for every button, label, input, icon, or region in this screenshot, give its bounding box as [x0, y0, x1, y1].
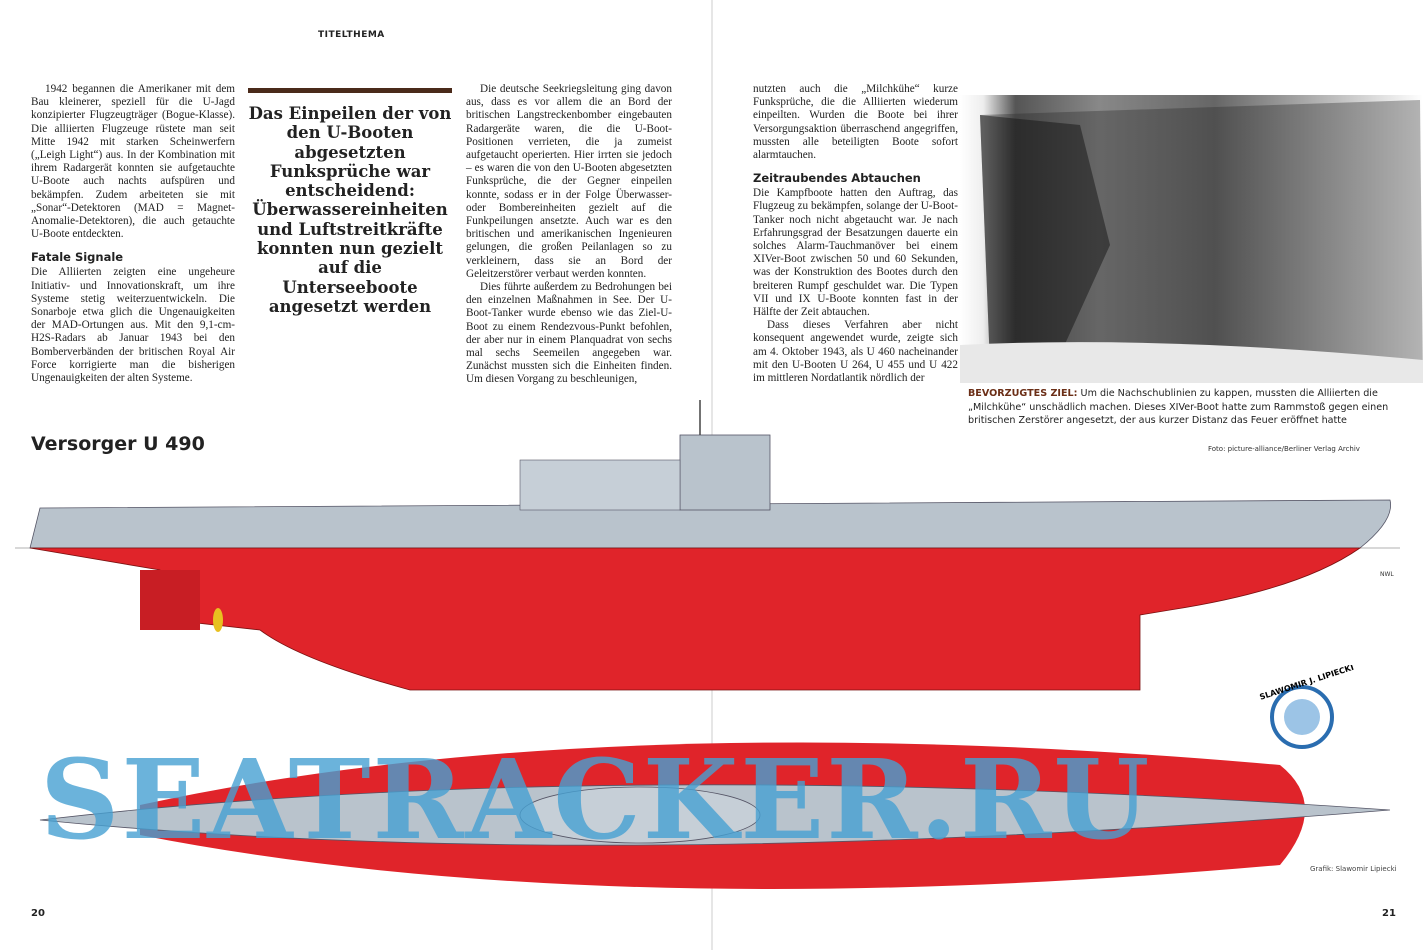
caption-lead: BEVORZUGTES ZIEL:: [968, 388, 1078, 399]
text-column-2: Die deutsche Seekriegsleitung ging davon…: [466, 83, 672, 387]
damaged-uboat-photo: [960, 95, 1423, 383]
submarine-side-view: NWL: [15, 400, 1400, 691]
paragraph: Die deutsche Seekriegsleitung ging davon…: [466, 83, 672, 280]
artist-logo: SLAWOMIR J. LIPIECKI: [1259, 665, 1355, 749]
caption-text: Um die Nachschublinien zu kappen, musste…: [968, 388, 1389, 426]
paragraph: Die Alliierten zeigten eine ungeheure In…: [31, 266, 235, 385]
photo-credit: Foto: picture-alliance/Berliner Verlag A…: [1208, 445, 1360, 453]
text-column-3: nutzten auch die „Milchkühe“ kurze Funks…: [753, 83, 958, 385]
submarine-top-view: [39, 742, 1391, 889]
page-number-right: 21: [1382, 908, 1396, 919]
subheading: Fatale Signale: [31, 250, 124, 265]
pull-quote: Das Einpeilen der von den U-Booten abges…: [248, 104, 452, 316]
text-column-1: 1942 begannen die Amerikaner mit dem Bau…: [31, 83, 235, 385]
paragraph: nutzten auch die „Milchkühe“ kurze Funks…: [753, 83, 958, 162]
quote-rule: [248, 88, 452, 93]
photo-caption: BEVORZUGTES ZIEL: Um die Nachschublinien…: [968, 387, 1415, 428]
subheading: Zeitraubendes Abtauchen: [753, 171, 921, 186]
paragraph: Die Kampfboote hatten den Auftrag, das F…: [753, 187, 958, 319]
waterline-label: NWL: [1380, 571, 1394, 578]
paragraph: Dass dieses Verfahren aber nicht konsequ…: [753, 319, 958, 385]
paragraph: 1942 begannen die Amerikaner mit dem Bau…: [31, 83, 235, 241]
graphic-credit: Grafik: Slawomir Lipiecki: [1310, 865, 1397, 873]
graphic-title: Versorger U 490: [31, 433, 205, 455]
page-number-left: 20: [31, 908, 45, 919]
section-kicker: TITELTHEMA: [318, 30, 385, 40]
watermark: SEATRACKER.RU: [40, 735, 1152, 864]
paragraph: Dies führte außerdem zu Bedrohungen bei …: [466, 281, 672, 386]
